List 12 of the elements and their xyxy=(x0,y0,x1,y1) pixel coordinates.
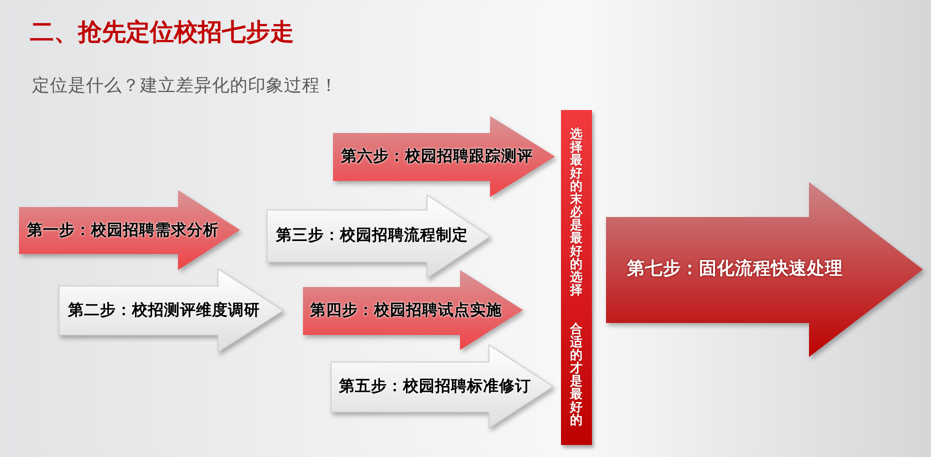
step-arrow-box: 第五步：校园招聘标准修订 xyxy=(331,345,553,428)
vertical-banner xyxy=(561,110,592,445)
step-arrow-box: 第七步：固化流程快速处理 xyxy=(606,182,923,357)
step-arrow-box: 第二步：校招测评维度调研 xyxy=(59,269,283,352)
vertical-text: 选择最好的末必是最好的选择 xyxy=(568,127,584,296)
step-arrow-box: 第四步：校园招聘试点实施 xyxy=(303,270,523,350)
subtitle-text: 定位是什么？建立差异化的印象过程！ xyxy=(32,77,338,96)
vertical-text: 合适的才是最好的 xyxy=(568,322,584,426)
step-arrow-box: 第一步：校园招聘需求分析 xyxy=(19,190,240,270)
slide-title: 二、抢先定位校招七步走 xyxy=(30,19,294,46)
step-arrow-box: 第六步：校园招聘跟踪测评 xyxy=(333,116,555,197)
step-arrow-box: 第三步：校园招聘流程制定 xyxy=(267,195,490,278)
